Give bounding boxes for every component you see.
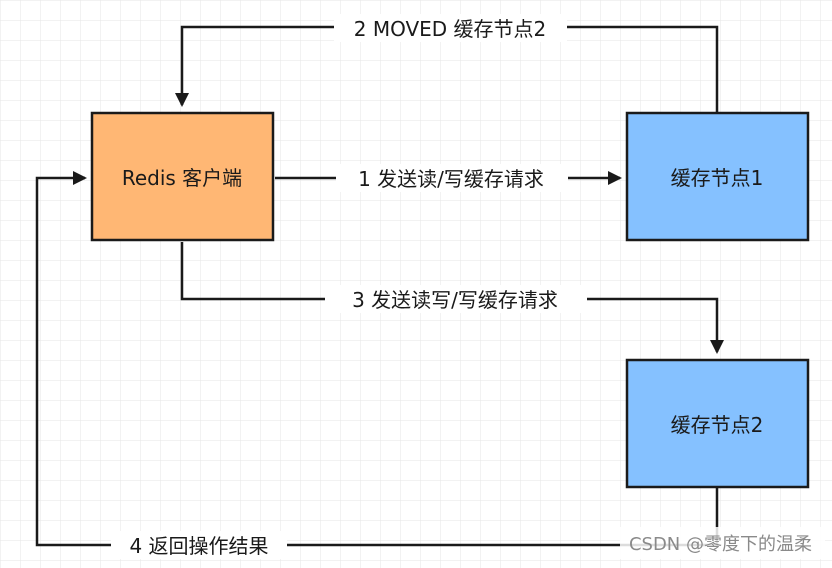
- edge-result-label: 4 返回操作结果: [129, 534, 268, 558]
- cache-node-2: [625, 358, 810, 489]
- client-node-label: Redis 客户端: [122, 166, 242, 190]
- edge-retry-label: 3 发送读写/写缓存请求: [352, 288, 558, 312]
- watermark-text: CSDN @零度下的温柔: [629, 534, 812, 555]
- watermark-bg: [620, 527, 825, 559]
- edge-request-label-bg: [336, 164, 568, 192]
- cache-node-1-label: 缓存节点1: [671, 166, 764, 190]
- cache-node-1: [625, 111, 810, 242]
- edge-result-label-bg: [111, 531, 287, 559]
- cache-node-2-label: 缓存节点2: [671, 413, 764, 437]
- edge-result-line: [35, 171, 719, 547]
- edge-moved-label: 2 MOVED 缓存节点2: [354, 17, 547, 41]
- edge-moved-label-bg: [334, 14, 567, 42]
- client-node: [90, 111, 275, 242]
- edge-request-label: 1 发送读/写缓存请求: [358, 167, 544, 191]
- edge-retry-label-bg: [325, 285, 587, 313]
